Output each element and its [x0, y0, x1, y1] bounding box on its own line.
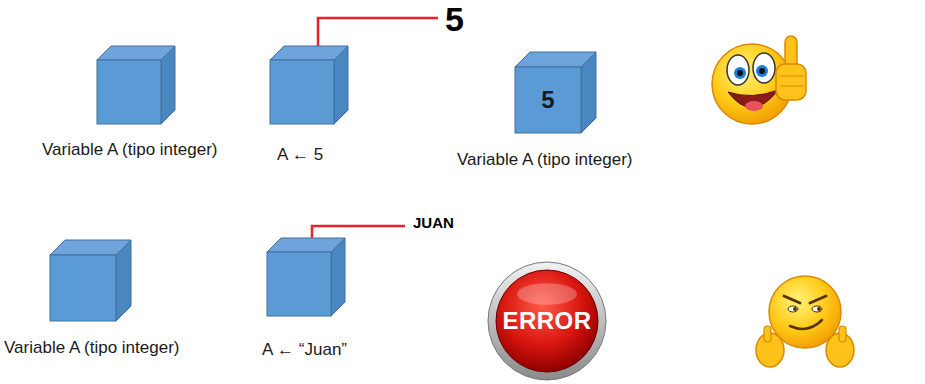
error-text: ERROR	[487, 261, 607, 381]
cube-shape	[50, 240, 131, 321]
cube-side	[161, 46, 175, 124]
smirk-emoji	[756, 276, 854, 367]
cube-side	[116, 240, 131, 321]
emoji-pupil	[817, 307, 821, 311]
cube-shape	[267, 238, 345, 316]
variable-cube: A ← “Juan”	[262, 238, 348, 361]
cube-side	[331, 238, 345, 316]
cube-front	[267, 252, 331, 316]
emoji-fist	[776, 64, 806, 100]
emoji-eye	[788, 306, 798, 312]
variable-caption: A ← 5	[277, 145, 323, 165]
cube-shape	[270, 46, 348, 124]
cube-front	[97, 60, 161, 124]
assigned-value: 5	[445, 0, 464, 39]
variable-cube: Variable A (tipo integer) 5	[457, 52, 633, 171]
emoji-tongue	[745, 101, 763, 111]
emoji-eye	[753, 53, 775, 83]
emoji-finger	[764, 326, 771, 342]
button-ring	[488, 262, 606, 380]
thumbs-up-emoji	[712, 36, 806, 124]
variable-caption: Variable A (tipo integer)	[42, 140, 217, 160]
error-button: ERROR	[487, 261, 607, 381]
cube-shape	[97, 46, 175, 124]
variable-cube: A ← 5	[270, 46, 348, 166]
emoji-brow	[784, 296, 826, 303]
emoji-smirk	[790, 320, 822, 329]
emoji-fingers	[780, 76, 804, 86]
emoji-pupil	[737, 70, 743, 76]
variable-value: 5	[515, 67, 581, 133]
assigned-value: JUAN	[413, 214, 454, 231]
variable-cube: Variable A (tipo integer)	[4, 240, 180, 359]
cube-side	[581, 52, 596, 133]
emoji-finger	[839, 326, 846, 342]
button-shine	[517, 283, 577, 305]
emoji-eye	[812, 306, 822, 312]
variable-caption: Variable A (tipo integer)	[457, 150, 632, 170]
cube-shape	[515, 52, 596, 133]
emoji-iris	[756, 65, 768, 77]
variable-caption: A ← “Juan”	[262, 340, 347, 360]
cube-front	[515, 67, 581, 133]
cube-side	[334, 46, 348, 124]
emoji-eye	[727, 55, 749, 85]
variable-caption: Variable A (tipo integer)	[4, 338, 179, 358]
variable-cube: Variable A (tipo integer)	[42, 46, 218, 161]
emoji-iris	[734, 67, 746, 79]
emoji-pupil	[759, 68, 765, 74]
cube-front	[50, 255, 116, 321]
cube-front	[270, 60, 334, 124]
emoji-pupil	[793, 307, 797, 311]
